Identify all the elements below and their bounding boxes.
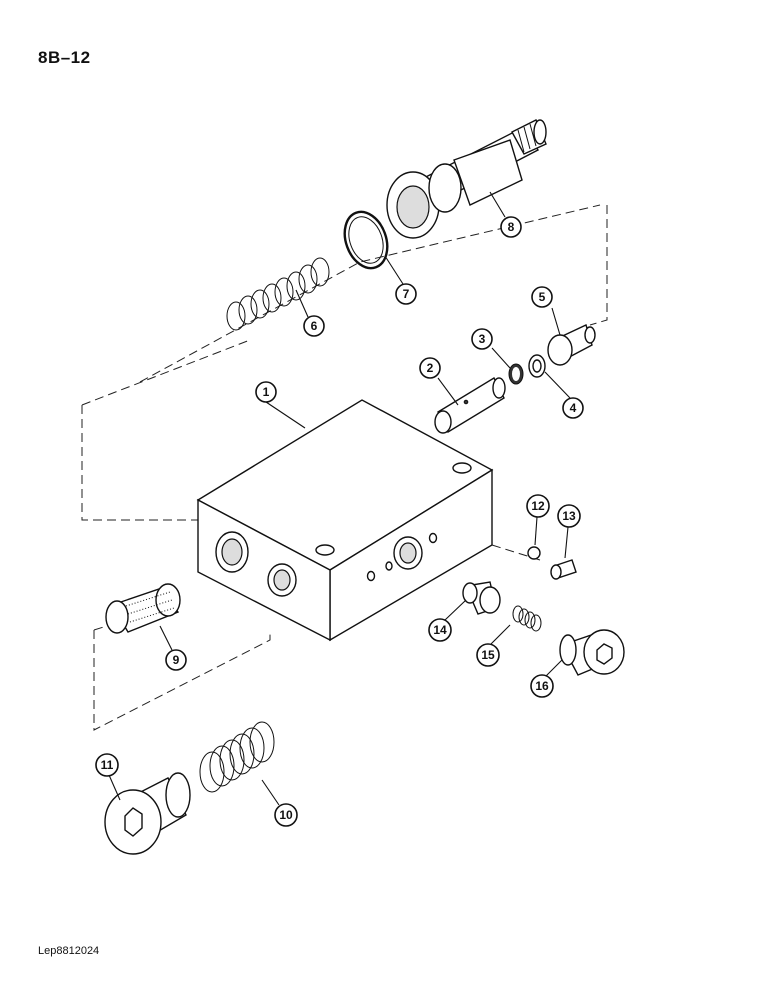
callout-2: 2 [419, 357, 441, 379]
set-screw [550, 559, 577, 580]
callout-number: 11 [101, 758, 114, 772]
plunger-cap [547, 324, 596, 366]
o-ring-small [508, 363, 524, 385]
backup-ring [528, 354, 546, 378]
hex-socket-plug [104, 772, 191, 855]
callout-number: 10 [279, 808, 293, 822]
callout-5: 5 [531, 286, 553, 308]
callout-1: 1 [255, 381, 277, 403]
callout-16: 16 [530, 674, 554, 698]
callout-number: 9 [173, 653, 180, 667]
callout-number: 16 [535, 679, 549, 693]
valve-body-block [196, 399, 494, 642]
poppet [462, 581, 501, 615]
callout-number: 3 [479, 332, 486, 346]
lower-spring [199, 721, 275, 793]
callout-12: 12 [526, 494, 550, 518]
callout-number: 12 [531, 499, 545, 513]
filter-screen-plug [105, 583, 181, 634]
callout-number: 15 [481, 648, 495, 662]
callout-number: 2 [427, 361, 434, 375]
callout-10: 10 [274, 803, 298, 827]
socket-head-plug [559, 629, 625, 676]
check-ball [527, 546, 541, 560]
o-ring-large [343, 210, 389, 270]
callout-number: 6 [311, 319, 318, 333]
callout-7: 7 [395, 283, 417, 305]
callout-11: 11 [95, 753, 119, 777]
callout-13: 13 [557, 504, 581, 528]
callout-number: 7 [403, 287, 410, 301]
callout-6: 6 [303, 315, 325, 337]
callout-8: 8 [500, 216, 522, 238]
relief-valve-cartridge [386, 119, 547, 239]
callout-3: 3 [471, 328, 493, 350]
callout-number: 8 [508, 220, 515, 234]
callout-number: 5 [539, 290, 546, 304]
leader-lines [108, 191, 571, 806]
assembly-guide-lines [81, 204, 608, 731]
callout-4: 4 [562, 397, 584, 419]
page-number: 8B–12 [38, 48, 91, 67]
callout-9: 9 [165, 649, 187, 671]
callout-number: 1 [263, 385, 270, 399]
small-spring [512, 605, 542, 632]
callout-15: 15 [476, 643, 500, 667]
callout-14: 14 [428, 618, 452, 642]
callout-number: 13 [562, 509, 576, 523]
callout-number: 4 [570, 401, 577, 415]
spool [434, 377, 506, 434]
callout-number: 14 [433, 623, 447, 637]
document-code: Lep8812024 [38, 945, 100, 957]
main-spring [226, 257, 330, 331]
